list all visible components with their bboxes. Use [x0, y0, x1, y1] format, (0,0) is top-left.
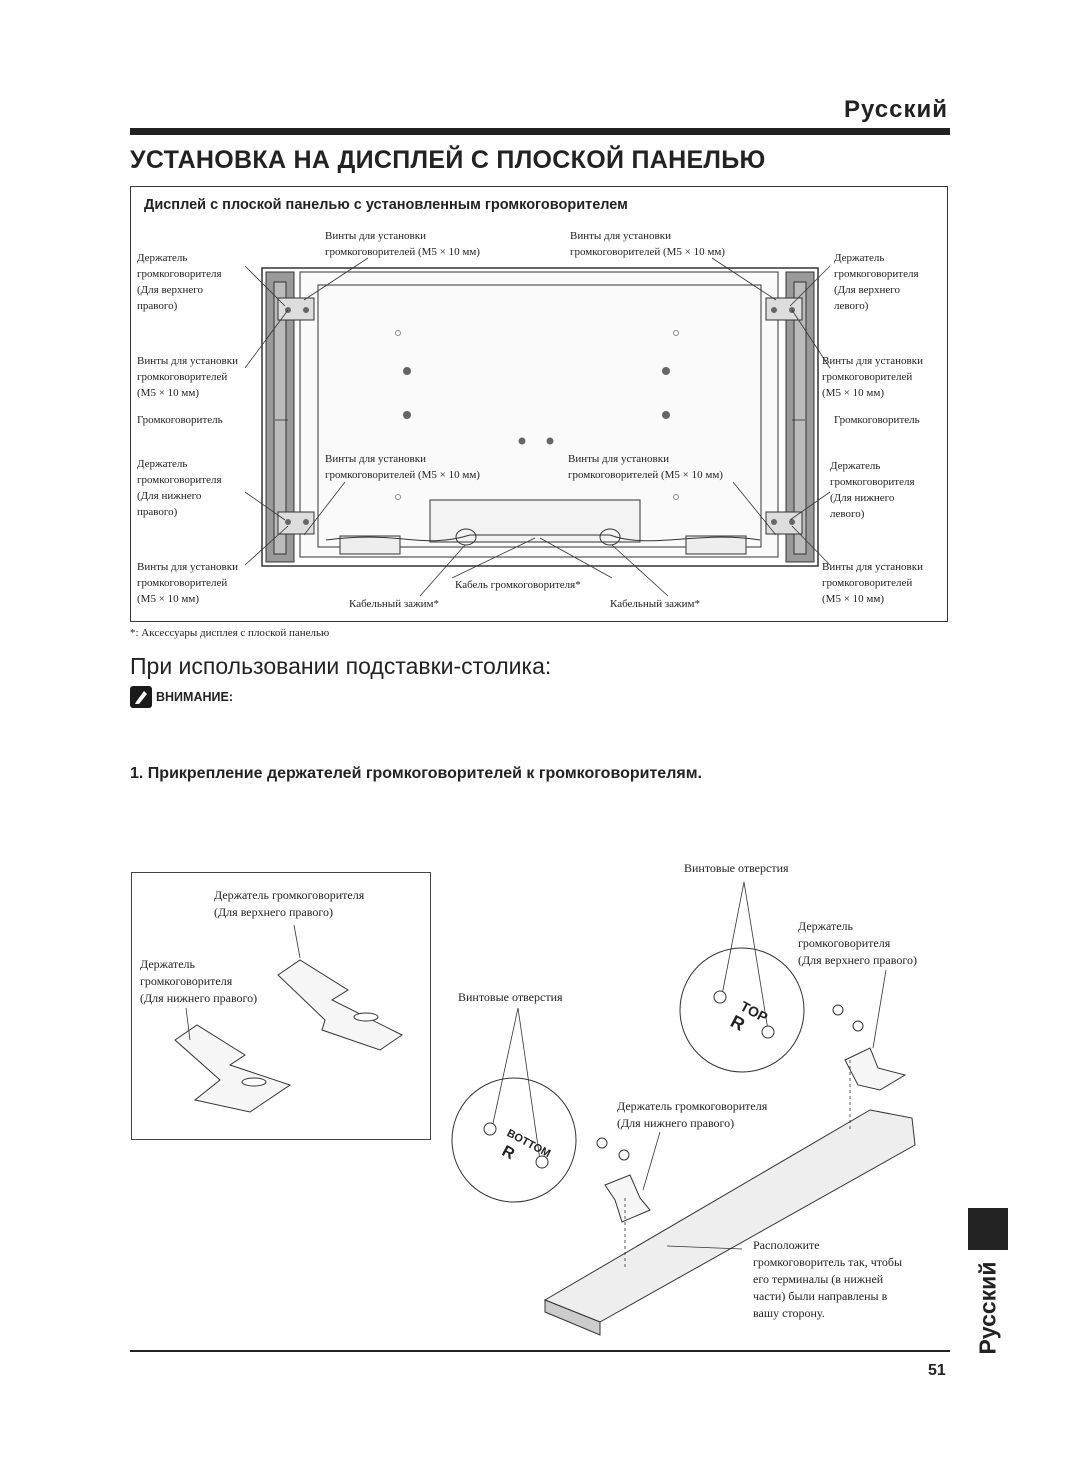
- label-screws-center-left: Винты для установки громкоговорителей (M…: [325, 453, 480, 481]
- label-holder-lower-left: Держатель громкоговорителя (Для нижнего …: [830, 460, 915, 520]
- label-clamp-left: Кабельный зажим*: [349, 598, 440, 610]
- label-screws-bottom-left: Винты для установки громкоговорителей (M…: [137, 561, 238, 605]
- bracket-inset-frame: [131, 872, 431, 1140]
- pencil-icon: [130, 686, 152, 708]
- label-holder-upper-left: Держатель громкоговорителя (Для верхнего…: [834, 252, 919, 312]
- label-screws-center-right: Винты для установки громкоговорителей (M…: [568, 453, 723, 481]
- panel-diagram-subtitle: Дисплей с плоской панелью с установленны…: [144, 197, 628, 213]
- top-rule: [130, 128, 950, 135]
- label-speaker-right: Громкоговоритель: [834, 414, 920, 426]
- bottom-rule: [130, 1350, 950, 1352]
- label-holder-lower-right-assembly: Держатель громкоговорителя (Для нижнего …: [617, 1099, 768, 1130]
- label-screws-top-right: Винты для установки громкоговорителей (M…: [570, 230, 725, 258]
- label-holder-bottom-inset: Держатель громкоговорителя (Для нижнего …: [140, 957, 258, 1005]
- section-heading: При использовании подставки-столика:: [130, 653, 552, 679]
- label-screws-bottom-right: Винты для установки громкоговорителей (M…: [822, 561, 923, 605]
- language-header: Русский: [844, 96, 948, 123]
- label-speaker-left: Громкоговоритель: [137, 414, 223, 426]
- label-screws-mid-left: Винты для установки громкоговорителей (M…: [137, 355, 238, 399]
- side-tab-marker: [968, 1208, 1008, 1250]
- label-screws-mid-right: Винты для установки громкоговорителей (M…: [822, 355, 923, 399]
- label-screw-holes-top: Винтовые отверстия: [684, 861, 789, 875]
- label-screws-top-left: Винты для установки громкоговорителей (M…: [325, 230, 480, 258]
- label-position-note: Расположите громкоговоритель так, чтобы …: [753, 1238, 903, 1320]
- warning-label: ВНИМАНИЕ:: [156, 690, 233, 704]
- label-holder-top-inset: Держатель громкоговорителя (Для верхнего…: [214, 888, 365, 919]
- panel-diagram-frame: [130, 186, 948, 622]
- label-clamp-right: Кабельный зажим*: [610, 598, 701, 610]
- page-number: 51: [928, 1362, 946, 1379]
- label-screw-holes-mid: Винтовые отверстия: [458, 990, 563, 1004]
- label-holder-upper-right-assembly: Держатель громкоговорителя (Для верхнего…: [798, 919, 917, 967]
- label-holder-lower-right: Держатель громкоговорителя (Для нижнего …: [137, 458, 222, 518]
- label-cable: Кабель громкоговорителя*: [455, 579, 581, 591]
- footnote: *: Аксессуары дисплея с плоской панелью: [130, 627, 330, 639]
- side-language-label: Русский: [974, 1261, 1001, 1354]
- label-holder-upper-right: Держатель громкоговорителя (Для верхнего…: [137, 252, 222, 312]
- page-title: УСТАНОВКА НА ДИСПЛЕЙ С ПЛОСКОЙ ПАНЕЛЬЮ: [130, 146, 766, 174]
- step-1-heading: 1. Прикрепление держателей громкоговорит…: [130, 765, 702, 782]
